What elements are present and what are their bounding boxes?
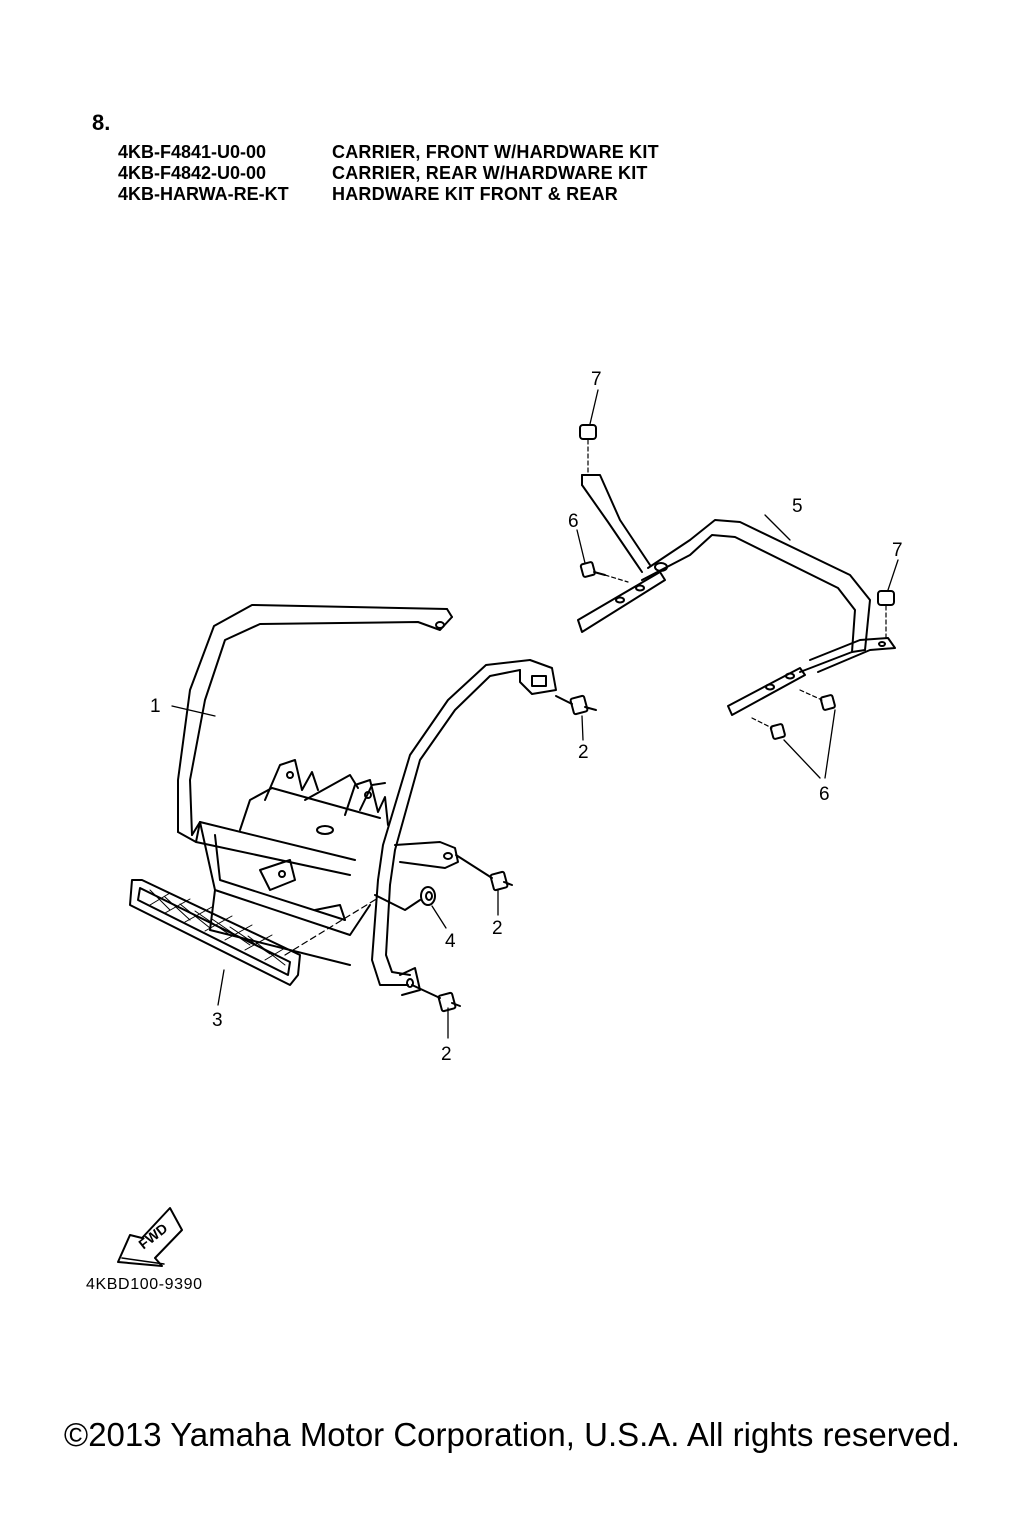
bolt-drawing — [411, 694, 597, 1013]
reflector-drawing — [129, 879, 379, 986]
callout-bolt: 2 — [441, 1044, 452, 1065]
parts-list-row: 4KB-HARWA-RE-KT HARDWARE KIT FRONT & REA… — [118, 184, 659, 205]
part-number: 4KB-F4841-U0-00 — [118, 142, 267, 162]
rear-bolt-drawing — [579, 561, 836, 740]
drawing-code: 4KBD100-9390 — [86, 1276, 203, 1293]
part-description: CARRIER, REAR W/HARDWARE KIT — [332, 163, 648, 183]
callout-rear-carrier: 5 — [792, 496, 803, 517]
part-description: HARDWARE KIT FRONT & REAR — [332, 184, 618, 204]
callout-reflector: 3 — [212, 1010, 223, 1031]
washer-drawing — [420, 886, 436, 906]
callout-washer: 4 — [445, 931, 456, 952]
callout-rubber-cap: 7 — [591, 369, 602, 390]
parts-list-row: 4KB-F4841-U0-00 CARRIER, FRONT W/HARDWAR… — [118, 142, 659, 163]
callout-bolt: 2 — [578, 742, 589, 763]
leader-lines — [171, 389, 899, 1039]
part-description: CARRIER, FRONT W/HARDWARE KIT — [332, 142, 659, 162]
section-number: 8. — [92, 110, 111, 135]
fwd-arrow-icon — [117, 1207, 183, 1267]
parts-list: 4KB-F4841-U0-00 CARRIER, FRONT W/HARDWAR… — [118, 142, 659, 205]
rubber-cap-drawing — [579, 424, 895, 639]
callout-rubber-cap: 7 — [892, 540, 903, 561]
front-carrier-drawing — [177, 604, 557, 996]
copyright-notice: ©2013 Yamaha Motor Corporation, U.S.A. A… — [63, 1416, 961, 1453]
part-number: 4KB-F4842-U0-00 — [118, 163, 267, 183]
callout-front-carrier: 1 — [150, 696, 161, 717]
parts-list-row: 4KB-F4842-U0-00 CARRIER, REAR W/HARDWARE… — [118, 163, 659, 184]
callout-rear-bolt: 6 — [819, 784, 830, 805]
rear-carrier-drawing — [577, 474, 896, 716]
part-number: 4KB-HARWA-RE-KT — [118, 184, 289, 204]
callout-bolt: 2 — [492, 918, 503, 939]
callout-rear-bolt: 6 — [568, 511, 579, 532]
